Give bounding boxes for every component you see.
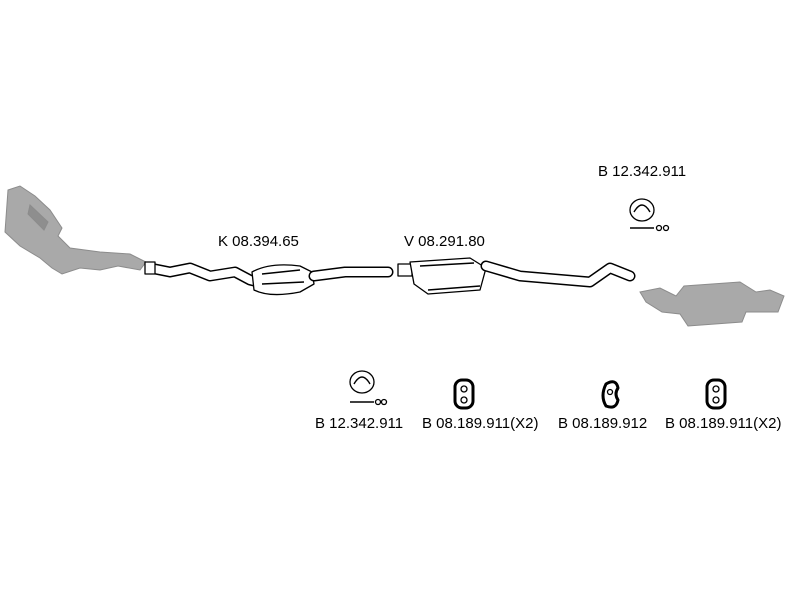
hanger-icon-2 — [601, 380, 620, 409]
manifold-downpipe — [4, 185, 147, 275]
rear-silencer — [639, 281, 785, 327]
label-middle-silencer: V 08.291.80 — [404, 233, 485, 250]
label-hanger-1: B 08.189.911(X2) — [422, 415, 538, 432]
front-pipe-with-catalyst — [144, 261, 394, 296]
label-catalyst: K 08.394.65 — [218, 233, 299, 250]
hanger-icon-1 — [453, 378, 475, 410]
label-hanger-2: B 08.189.912 — [558, 415, 647, 432]
label-clamp-top: B 12.342.911 — [598, 163, 686, 180]
label-clamp-bottom: B 12.342.911 — [315, 415, 403, 432]
clamp-top-icon — [629, 198, 670, 232]
clamp-bottom-icon — [349, 370, 388, 406]
middle-silencer-pipe — [397, 257, 636, 295]
pipe-flange — [144, 261, 156, 275]
label-hanger-3: B 08.189.911(X2) — [665, 415, 781, 432]
hanger-icon-3 — [705, 378, 727, 410]
